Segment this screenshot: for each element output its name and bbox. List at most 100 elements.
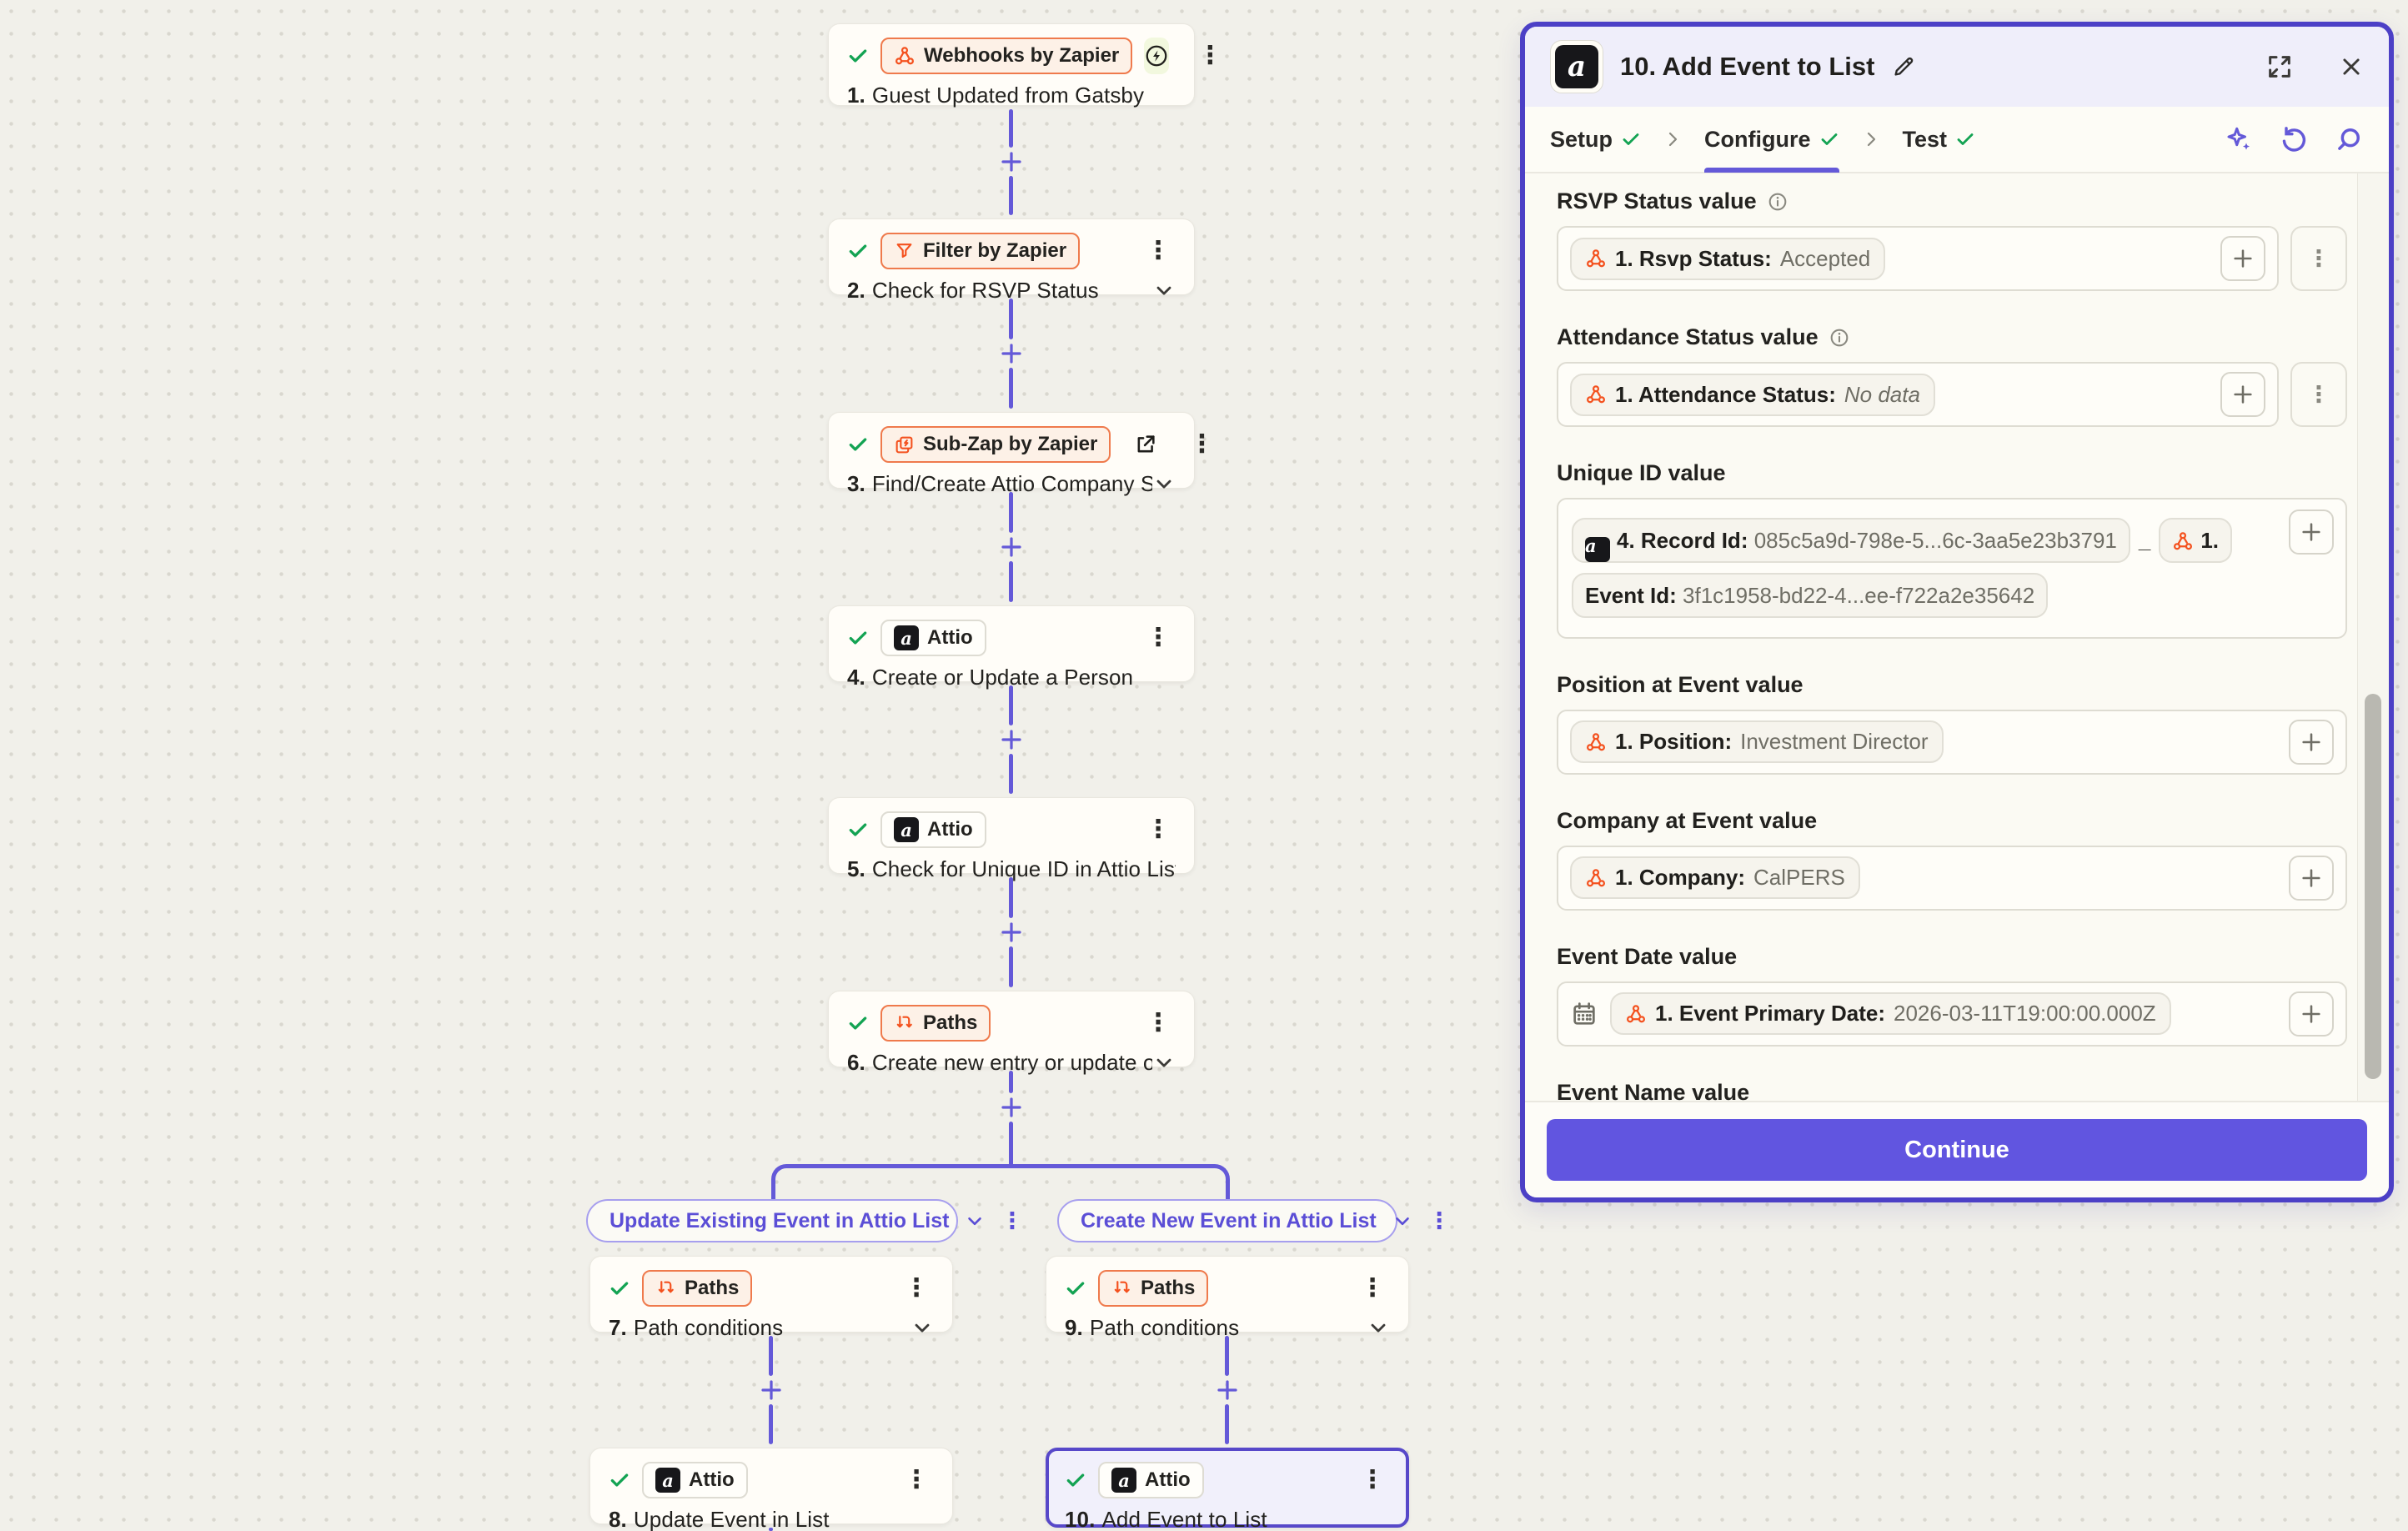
add-step-button[interactable] [997,339,1026,368]
workflow-node-8[interactable]: a Attio ⋮ 8.Update Event in List [589,1448,953,1531]
tab-test[interactable]: Test [1903,107,1976,172]
app-badge-label: Paths [923,1011,978,1034]
app-badge-paths[interactable]: Paths [642,1270,753,1307]
app-badge-subzap[interactable]: Sub-Zap by Zapier [880,426,1111,463]
mapped-value-input[interactable]: 1. Company: CalPERS [1557,845,2347,911]
literal-separator-text: _ [2138,528,2151,553]
workflow-node-5[interactable]: a Attio ⋮ 5.Check for Unique ID in Attio… [828,797,1195,881]
branch-menu-kebab-icon[interactable]: ⋮ [1427,1207,1451,1233]
rename-step-pencil-icon[interactable] [1891,54,1916,79]
chevron-down-icon[interactable] [964,1210,986,1232]
mapped-value-input[interactable]: 1. Event Primary Date: 2026-03-11T19:00:… [1557,981,2347,1047]
open-subzap-external-link-icon[interactable] [1134,433,1157,456]
branch-label-create-new[interactable]: Create New Event in Attio List ⋮ [1057,1199,1451,1242]
mapped-value-input[interactable]: 1. Rsvp Status: Accepted [1557,226,2279,291]
workflow-node-1[interactable]: Webhooks by Zapier ⋮ 1.Guest Updated fro… [828,23,1222,108]
tab-setup[interactable]: Setup [1550,107,1641,172]
mapped-value-input[interactable]: 1. Position: Investment Director [1557,709,2347,775]
add-step-button[interactable] [997,725,1026,754]
workflow-node-9[interactable]: Paths ⋮ 9.Path conditions [1046,1256,1409,1340]
app-badge-paths[interactable]: Paths [1098,1270,1209,1307]
field-options-kebab-button[interactable]: ⋮ [2290,226,2347,291]
chevron-down-icon[interactable] [1152,279,1176,302]
node-menu-kebab-icon[interactable]: ⋮ [1360,1274,1385,1302]
mapped-field-chip[interactable]: 1. Rsvp Status: Accepted [1570,237,1886,280]
connector-line [1009,685,1013,725]
chevron-down-icon[interactable] [1367,1316,1390,1339]
workflow-node-4[interactable]: a Attio ⋮ 4.Create or Update a Person [828,605,1195,690]
chevron-down-icon[interactable] [1152,1051,1176,1074]
app-badge-webhooks[interactable]: Webhooks by Zapier [880,38,1133,74]
node-menu-kebab-icon[interactable]: ⋮ [1189,430,1215,458]
node-menu-kebab-icon[interactable]: ⋮ [1197,42,1223,69]
node-menu-kebab-icon[interactable]: ⋮ [1146,237,1171,264]
field-rsvp-status: RSVP Status value 1. Rsvp Status: Accept… [1557,188,2347,291]
tab-configure[interactable]: Configure [1704,107,1839,173]
mapped-field-chip[interactable]: 1. Company: CalPERS [1570,856,1860,900]
calendar-icon[interactable] [1570,1000,1598,1028]
info-icon[interactable] [1767,191,1788,213]
panel-scrollbar-track[interactable] [2357,173,2389,1101]
instant-trigger-icon [1144,38,1170,74]
field-label: Unique ID value [1557,460,1726,485]
node-menu-kebab-icon[interactable]: ⋮ [1146,816,1171,843]
field-options-kebab-button[interactable]: ⋮ [2290,362,2347,427]
app-badge-attio[interactable]: a Attio [642,1462,748,1498]
chevron-down-icon[interactable] [1392,1210,1413,1232]
add-step-button[interactable] [757,1376,785,1404]
add-step-button[interactable] [1213,1376,1242,1404]
add-step-button[interactable] [997,533,1026,561]
node-menu-kebab-icon[interactable]: ⋮ [1360,1466,1385,1493]
expand-panel-icon[interactable] [2265,53,2294,81]
step-success-check-icon [1065,1469,1086,1491]
add-step-button[interactable] [997,918,1026,946]
add-step-button[interactable] [997,1093,1026,1122]
workflow-node-2[interactable]: Filter by Zapier ⋮ 2.Check for RSVP Stat… [828,218,1195,303]
mapped-field-chip[interactable]: 1. Position: Investment Director [1570,720,1944,764]
app-badge-attio[interactable]: a Attio [1098,1462,1204,1498]
insert-data-plus-button[interactable] [2220,236,2265,281]
search-icon[interactable] [2334,124,2364,154]
paths-icon [894,1013,915,1034]
info-icon[interactable] [1829,327,1850,349]
add-step-button[interactable] [997,148,1026,176]
step-success-check-icon [1065,1278,1086,1299]
app-badge-paths[interactable]: Paths [880,1005,991,1042]
insert-data-plus-button[interactable] [2220,372,2265,417]
insert-data-plus-button[interactable] [2289,509,2334,555]
continue-button[interactable]: Continue [1547,1119,2367,1181]
node-menu-kebab-icon[interactable]: ⋮ [1146,1009,1171,1037]
chevron-down-icon[interactable] [911,1316,934,1339]
field-position-at-event: Position at Event value 1. Position: Inv… [1557,672,2347,775]
mapped-value-input[interactable]: 1. Attendance Status: No data [1557,362,2279,427]
node-menu-kebab-icon[interactable]: ⋮ [904,1466,929,1493]
insert-data-plus-button[interactable] [2289,719,2334,765]
node-menu-kebab-icon[interactable]: ⋮ [1146,624,1171,651]
workflow-node-3[interactable]: Sub-Zap by Zapier ⋮ 3.Find/Create Attio … [828,412,1214,496]
app-badge-filter[interactable]: Filter by Zapier [880,233,1081,269]
chevron-down-icon[interactable] [1152,472,1176,495]
app-badge-attio[interactable]: a Attio [880,620,986,656]
workflow-node-10-selected[interactable]: a Attio ⋮ 10.Add Event to List [1046,1448,1409,1531]
panel-body: RSVP Status value 1. Rsvp Status: Accept… [1525,173,2389,1101]
subzap-icon [894,434,915,455]
workflow-node-6[interactable]: Paths ⋮ 6.Create new entry or update one… [828,991,1195,1075]
tab-complete-check-icon [1623,133,1639,145]
app-badge-attio[interactable]: a Attio [880,811,986,848]
branch-menu-kebab-icon[interactable]: ⋮ [1001,1207,1024,1233]
mapped-field-chip[interactable]: 1. Attendance Status: No data [1570,373,1935,416]
ai-copilot-sparkle-icon[interactable] [2224,124,2254,154]
mapped-field-chip[interactable]: 1. Event Primary Date: 2026-03-11T19:00:… [1610,992,2171,1036]
app-badge-label: Paths [685,1277,740,1299]
branch-label-update-existing[interactable]: Update Existing Event in Attio List ⋮ [586,1199,1023,1242]
panel-scrollbar-thumb[interactable] [2365,694,2381,1079]
workflow-node-7[interactable]: Paths ⋮ 7.Path conditions [589,1256,953,1340]
node-title: 2.Check for RSVP Status [847,277,1099,303]
close-panel-icon[interactable] [2339,54,2364,79]
undo-refresh-icon[interactable] [2279,124,2309,154]
node-menu-kebab-icon[interactable]: ⋮ [904,1274,929,1302]
insert-data-plus-button[interactable] [2289,855,2334,901]
insert-data-plus-button[interactable] [2289,991,2334,1037]
